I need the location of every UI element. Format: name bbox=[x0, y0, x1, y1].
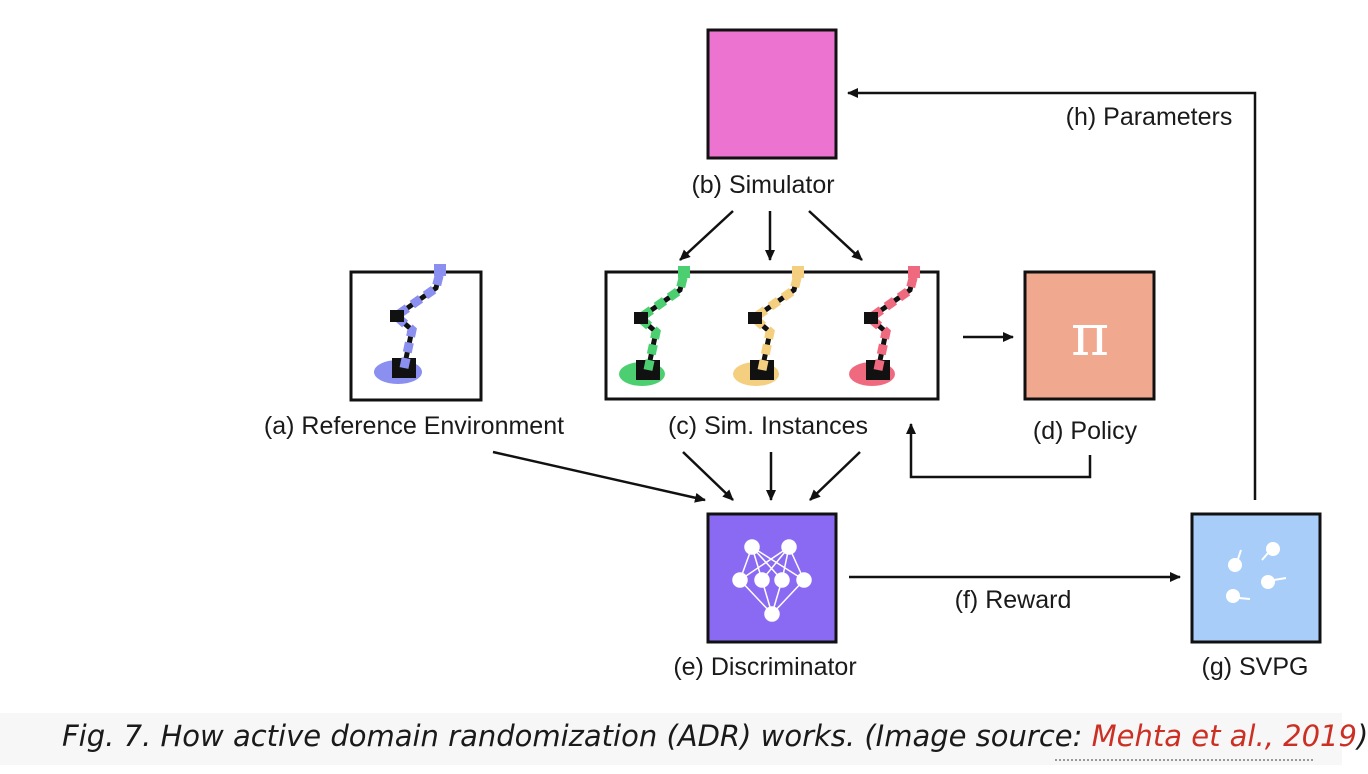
reward-label: (f) Reward bbox=[955, 586, 1072, 614]
reference-environment-label: (a) Reference Environment bbox=[264, 412, 564, 440]
simulator-box bbox=[706, 28, 838, 160]
caption-suffix: ) bbox=[1356, 719, 1368, 753]
policy-box bbox=[1023, 270, 1156, 401]
policy-label: (d) Policy bbox=[1033, 417, 1138, 445]
arrow-sim-to-instances-right bbox=[808, 210, 863, 261]
particles-icon bbox=[1226, 542, 1287, 603]
arrow-sim-to-instances-left bbox=[679, 210, 734, 261]
svpg-box bbox=[1190, 512, 1322, 644]
reference-environment-box bbox=[349, 270, 483, 402]
caption-text: Fig. 7. How active domain randomization … bbox=[62, 719, 1368, 753]
discriminator-box bbox=[706, 512, 838, 644]
figure-caption: Fig. 7. How active domain randomization … bbox=[0, 713, 1368, 765]
link-underline bbox=[1055, 759, 1313, 761]
arrow-instances-to-discriminator-left bbox=[682, 451, 734, 501]
arrow-parameters bbox=[847, 88, 1257, 500]
sim-instances-label: (c) Sim. Instances bbox=[668, 412, 868, 440]
simulator-label: (b) Simulator bbox=[691, 171, 834, 199]
neural-network-icon bbox=[732, 539, 812, 622]
arrow-policy-to-instances bbox=[906, 423, 1092, 479]
arrow-reference-to-discriminator bbox=[492, 450, 706, 503]
svpg-label: (g) SVPG bbox=[1202, 653, 1309, 681]
arrow-instances-to-discriminator-right bbox=[809, 451, 861, 501]
parameters-label: (h) Parameters bbox=[1066, 103, 1233, 131]
pi-symbol: π bbox=[1071, 301, 1109, 369]
adr-diagram: (b) Simulator (a) Reference Environment … bbox=[264, 28, 1322, 681]
caption-prefix: Fig. 7. How active domain randomization … bbox=[62, 719, 1092, 753]
discriminator-label: (e) Discriminator bbox=[673, 653, 856, 681]
caption-source-link[interactable]: Mehta et al., 2019 bbox=[1091, 719, 1357, 753]
